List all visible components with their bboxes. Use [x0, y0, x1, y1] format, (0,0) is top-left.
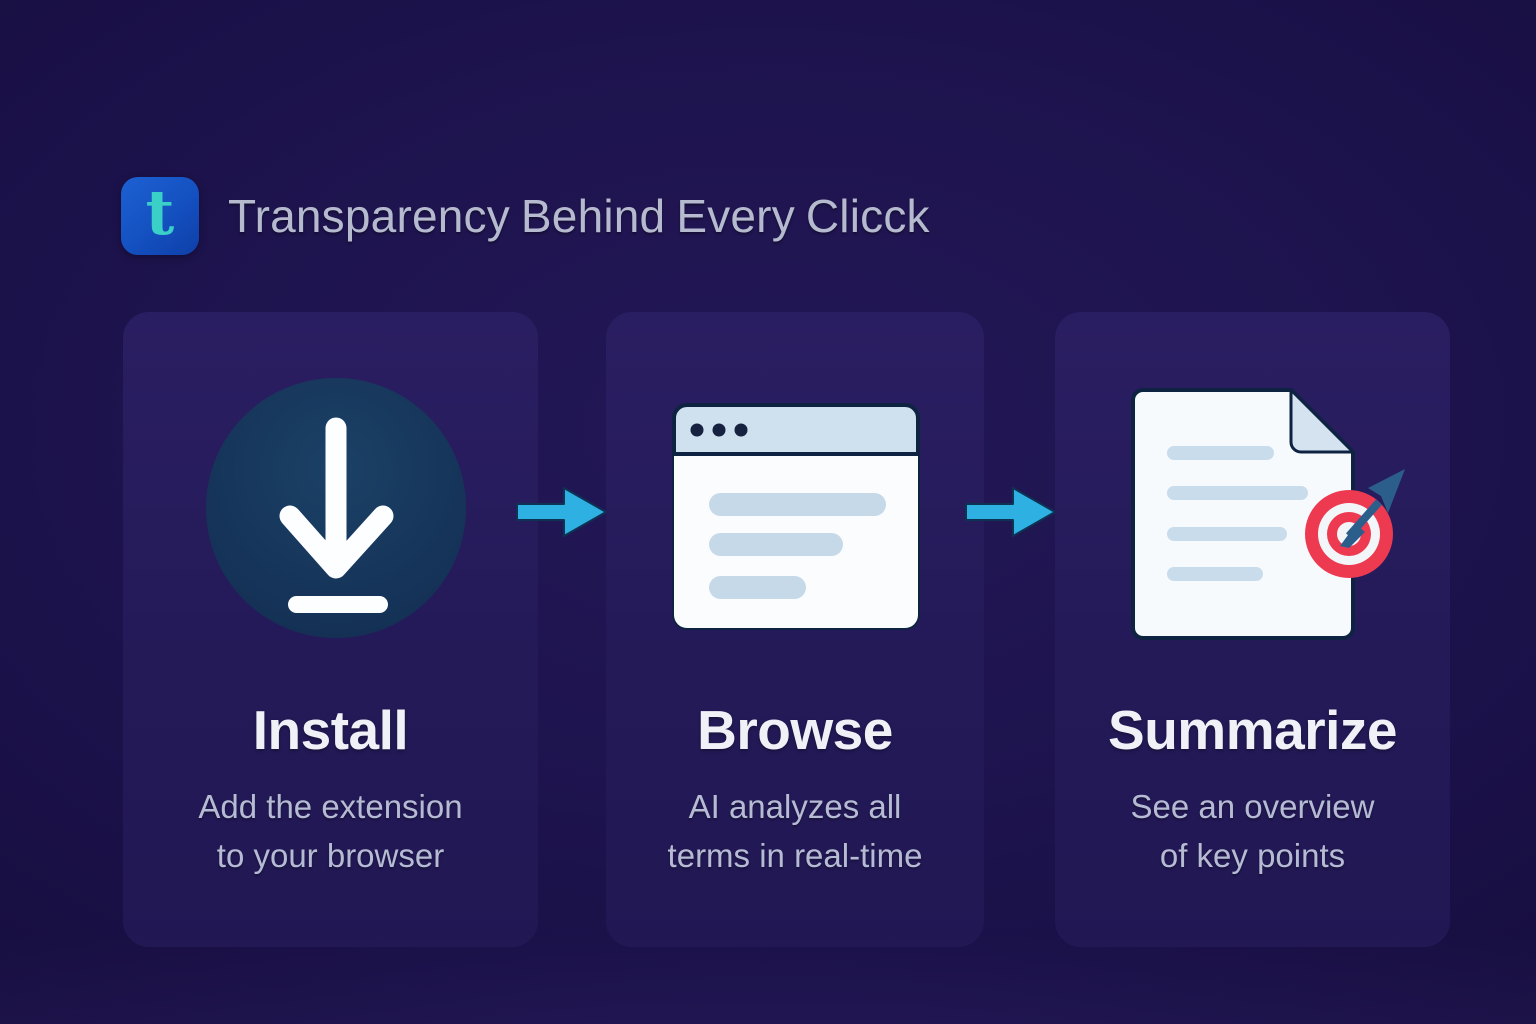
arrow-right-icon — [516, 487, 607, 537]
step-description: See an overview of key points — [1130, 788, 1375, 874]
step-card-browse: Browse AI analyzes all terms in real-tim… — [606, 312, 984, 947]
bottom-glow — [0, 934, 1536, 1024]
page-title: Transparency Behind Every Clicck — [228, 190, 930, 242]
arrow-right-icon — [965, 487, 1056, 537]
header: t Transparency Behind Every Clicck — [121, 177, 930, 255]
step-description: Add the extension to your browser — [198, 788, 463, 874]
app-logo-letter: t — [145, 176, 175, 249]
step-title: Install — [252, 699, 409, 761]
browser-window-icon — [672, 403, 920, 630]
step-title: Browse — [697, 699, 893, 761]
dart-icon — [1340, 469, 1405, 548]
document-target-icon — [1131, 388, 1405, 640]
download-icon-badge — [206, 378, 466, 638]
step-card-install: Install Add the extension to your browse… — [123, 312, 538, 947]
step-title: Summarize — [1108, 699, 1397, 761]
step-card-summarize: Summarize See an overview of key points — [1055, 312, 1450, 947]
step-description: AI analyzes all terms in real-time — [667, 788, 923, 874]
app-logo: t — [121, 177, 199, 255]
download-icon — [279, 417, 394, 613]
